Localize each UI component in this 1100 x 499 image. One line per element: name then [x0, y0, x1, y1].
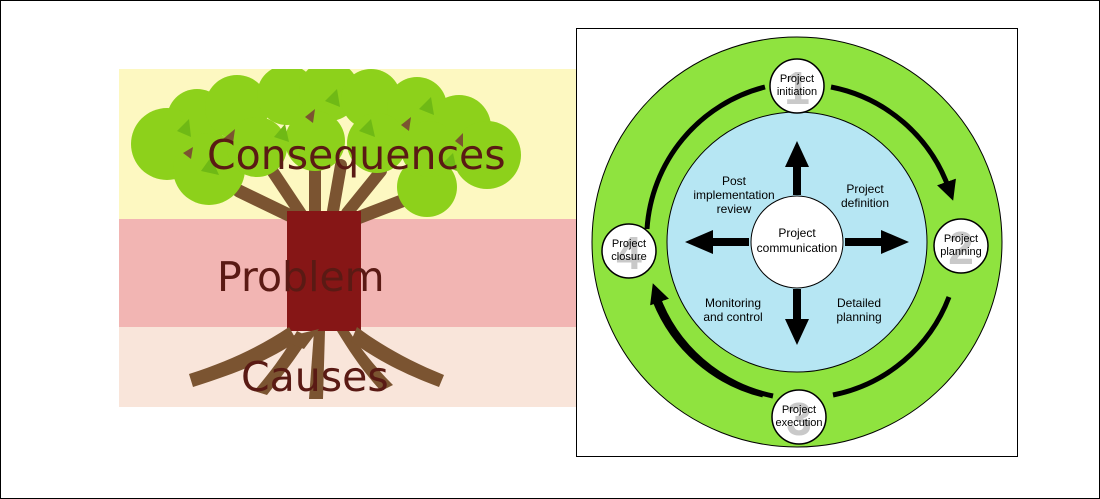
tree-foliage	[131, 69, 521, 217]
svg-text:initiation: initiation	[777, 86, 817, 98]
branch-stubs	[183, 109, 463, 159]
causes-label: Causes	[241, 353, 389, 401]
tree-branches	[232, 155, 414, 226]
phase-number-4: 4	[616, 227, 642, 279]
center-line2: communication	[757, 241, 838, 255]
svg-text:and control: and control	[703, 310, 762, 324]
arrow-right	[845, 230, 909, 254]
phase-number-1: 1	[784, 62, 810, 114]
svg-text:implementation: implementation	[693, 188, 774, 202]
phase-planning: 2 Project planning	[933, 218, 989, 274]
arrow-execution-to-closure	[650, 283, 774, 399]
phase-number-3: 3	[786, 393, 812, 445]
svg-text:Post: Post	[722, 174, 747, 188]
center-line1: Project	[778, 226, 816, 240]
problem-tree-svg: Consequences Problem Causes	[119, 69, 577, 407]
consequences-label: Consequences	[207, 131, 506, 179]
arrow-down	[785, 289, 809, 345]
svg-text:definition: definition	[841, 196, 889, 210]
inner-label-monitoring: Monitoring and control	[703, 296, 762, 324]
svg-text:planning: planning	[836, 310, 881, 324]
inner-label-post-implementation: Post implementation review	[693, 174, 774, 216]
svg-text:Detailed: Detailed	[837, 296, 881, 310]
project-cycle-diagram: Project communication Post implementatio…	[576, 28, 1018, 457]
phase-number-2: 2	[948, 222, 974, 274]
svg-text:closure: closure	[611, 251, 646, 263]
arrow-up	[785, 141, 809, 195]
svg-text:Project: Project	[780, 73, 814, 85]
foliage-shading	[177, 89, 457, 175]
svg-text:Project: Project	[612, 238, 646, 250]
arrow-left	[685, 230, 749, 254]
svg-text:planning: planning	[940, 246, 982, 258]
svg-text:execution: execution	[775, 417, 822, 429]
tree-roots	[189, 327, 444, 399]
phase-closure: 4 Project closure	[601, 223, 657, 279]
problem-label: Problem	[217, 253, 385, 301]
svg-text:Project: Project	[782, 404, 816, 416]
problem-tree-diagram: Consequences Problem Causes	[119, 69, 577, 407]
center-circle	[750, 195, 844, 289]
phase-initiation: 1 Project initiation	[769, 58, 825, 114]
tree-trunk	[287, 211, 361, 331]
inner-arrows	[685, 141, 909, 345]
svg-text:review: review	[717, 202, 752, 216]
svg-text:Project: Project	[846, 182, 884, 196]
svg-text:Monitoring: Monitoring	[705, 296, 761, 310]
phase-execution: 3 Project execution	[771, 389, 827, 445]
svg-text:Project: Project	[944, 233, 978, 245]
project-cycle-svg: Project communication Post implementatio…	[591, 36, 1003, 448]
inner-label-detailed-planning: Detailed planning	[836, 296, 881, 324]
inner-label-project-definition: Project definition	[841, 182, 889, 210]
